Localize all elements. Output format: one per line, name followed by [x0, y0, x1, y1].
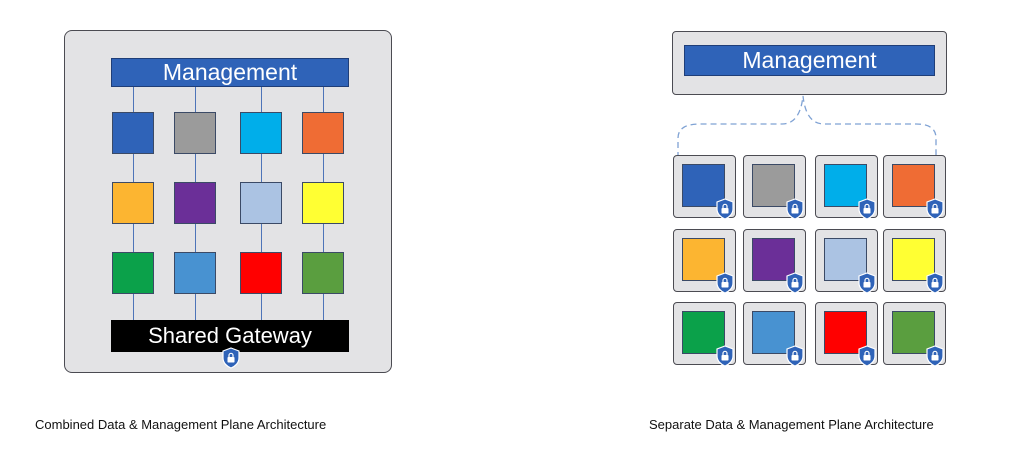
data-plane-block — [752, 311, 795, 354]
data-plane-block — [240, 112, 282, 154]
data-plane-block — [240, 252, 282, 294]
isolated-tile — [743, 155, 806, 218]
isolated-tile — [815, 155, 878, 218]
data-plane-block — [824, 311, 867, 354]
data-plane-block — [240, 182, 282, 224]
data-plane-block — [174, 252, 216, 294]
isolated-tile — [815, 302, 878, 365]
data-plane-block — [302, 252, 344, 294]
lock-shield-icon — [858, 272, 876, 294]
data-plane-block — [892, 164, 935, 207]
lock-shield-icon — [716, 272, 734, 294]
isolated-tile — [815, 229, 878, 292]
data-plane-block — [824, 164, 867, 207]
data-plane-block — [112, 252, 154, 294]
lock-shield-icon — [926, 272, 944, 294]
data-plane-block — [682, 164, 725, 207]
isolated-tile — [673, 302, 736, 365]
data-plane-block — [112, 182, 154, 224]
data-plane-block — [112, 112, 154, 154]
data-plane-block — [824, 238, 867, 281]
lock-shield-icon — [786, 198, 804, 220]
isolated-tile — [673, 155, 736, 218]
lock-shield-icon — [786, 345, 804, 367]
data-plane-block — [752, 238, 795, 281]
lock-shield-icon — [926, 345, 944, 367]
data-plane-block — [752, 164, 795, 207]
data-plane-block — [174, 182, 216, 224]
data-plane-block — [174, 112, 216, 154]
lock-shield-icon — [786, 272, 804, 294]
data-plane-block — [302, 112, 344, 154]
data-plane-block — [682, 238, 725, 281]
management-brace-connector — [677, 95, 937, 158]
lock-shield-icon — [858, 345, 876, 367]
isolated-tile — [883, 302, 946, 365]
data-plane-block — [682, 311, 725, 354]
separate-architecture-caption: Separate Data & Management Plane Archite… — [649, 417, 934, 432]
lock-shield-icon — [716, 198, 734, 220]
management-bar: Management — [684, 45, 935, 76]
shared-gateway-bar: Shared Gateway — [111, 320, 349, 352]
management-bar: Management — [111, 58, 349, 87]
lock-shield-icon — [716, 345, 734, 367]
data-plane-block — [892, 238, 935, 281]
lock-shield-icon — [222, 347, 240, 369]
lock-shield-icon — [926, 198, 944, 220]
combined-architecture-caption: Combined Data & Management Plane Archite… — [35, 417, 327, 432]
data-plane-block — [892, 311, 935, 354]
data-plane-block — [302, 182, 344, 224]
lock-shield-icon — [858, 198, 876, 220]
